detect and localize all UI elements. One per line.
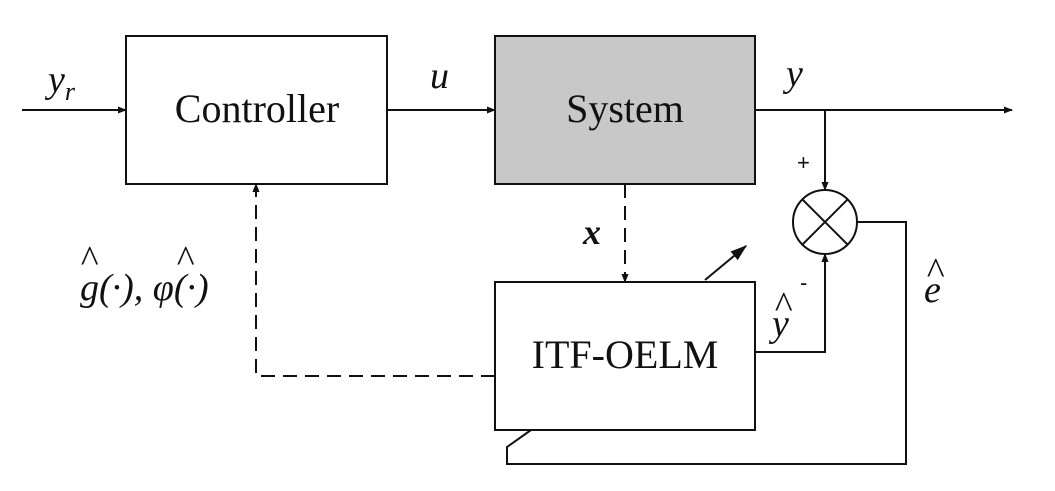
- adaptation-arrow: [704, 245, 748, 281]
- svg-text:e: e: [924, 269, 941, 311]
- controller-label: Controller: [175, 86, 339, 131]
- plus-sign: +: [797, 150, 810, 175]
- system-block: System: [494, 35, 756, 185]
- error-feedback-line: [506, 221, 907, 465]
- estimated-output-label: y ^: [768, 285, 793, 345]
- svg-text:yr: yr: [44, 59, 76, 106]
- minus-sign: -: [800, 270, 807, 295]
- hat-icon: ^: [774, 285, 793, 327]
- system-box: [494, 35, 756, 185]
- hat-icon: ^: [176, 239, 195, 281]
- svg-text:g(·), φ(·): g(·), φ(·): [80, 267, 209, 309]
- reference-signal-label: yr: [44, 59, 76, 106]
- controller-block: Controller: [125, 35, 388, 185]
- itf-oelm-label: ITF-OELM: [532, 332, 719, 377]
- estimate-dashed-feedback-arrow: [252, 183, 495, 377]
- system-label: System: [566, 86, 684, 131]
- output-signal-label: y: [782, 53, 803, 95]
- state-signal-label: x: [582, 212, 601, 252]
- estimated-error-label: e ^: [924, 251, 945, 311]
- estimated-functions-label: g(·), φ(·) ^ ^: [80, 239, 209, 309]
- hat-icon: ^: [80, 239, 99, 281]
- svg-text:y: y: [768, 303, 789, 345]
- summing-junction: [792, 189, 858, 255]
- estimated-output-arrow: [755, 253, 829, 353]
- hat-icon: ^: [926, 251, 945, 293]
- reference-subscript: r: [65, 77, 76, 106]
- itf-oelm-block: ITF-OELM: [494, 281, 756, 431]
- control-signal-label: u: [430, 55, 449, 97]
